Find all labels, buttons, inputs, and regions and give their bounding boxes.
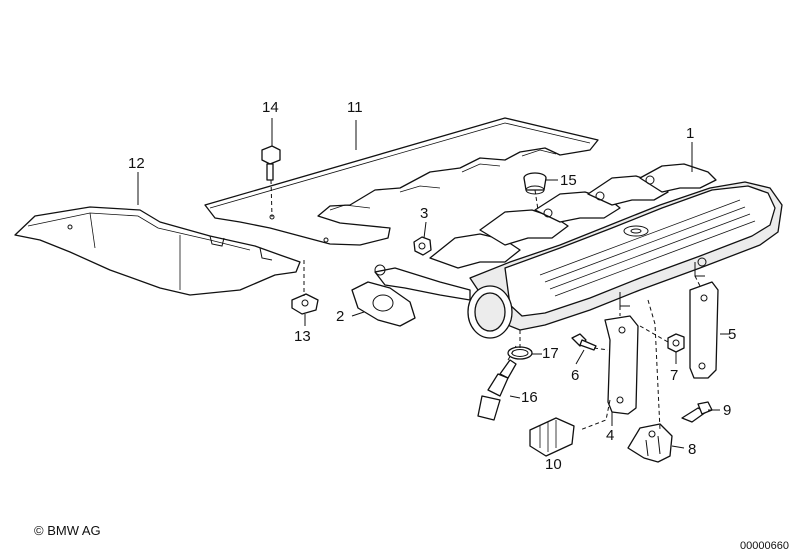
image-number: 00000660 [740,540,789,552]
callout-11: 11 [347,99,363,116]
callout-13: 13 [294,328,311,345]
part-2-flange-pipe [351,264,471,327]
callout-12: 12 [128,155,145,172]
callout-14: 14 [262,99,279,116]
callout-15: 15 [560,172,577,189]
part-11-cover-plate [204,117,599,246]
part-4-bracket [604,315,639,415]
callout-7: 7 [670,367,678,384]
leader-lines [137,118,730,449]
callout-3: 3 [420,205,428,222]
callout-17: 17 [542,345,559,362]
part-8-clip-bracket [627,423,673,463]
part-7-nut [667,333,685,353]
part-9-bolt [681,401,713,423]
callout-2: 2 [336,308,344,325]
callout-1: 1 [686,125,694,142]
part-13-clip-nut [291,293,319,315]
part-6-screw [571,333,597,351]
part-16-sensor [477,359,517,421]
callout-16: 16 [521,389,538,406]
part-1-intake-manifold [429,163,783,339]
callout-6: 6 [571,367,579,384]
callout-9: 9 [723,402,731,419]
callout-4: 4 [606,427,614,444]
callout-10: 10 [545,456,562,473]
assembly-guide-lines [270,179,701,431]
part-14-bolt [261,145,281,181]
part-10-connector [529,417,575,457]
part-12-side-cover [14,206,301,296]
callout-labels: 1 2 3 4 5 6 7 8 9 10 11 12 13 14 15 16 1… [128,99,736,473]
copyright-notice: © BMW AG [34,523,101,538]
callout-8: 8 [688,441,696,458]
callout-5: 5 [728,326,736,343]
part-3-nut [413,236,432,256]
part-5-bracket [689,281,719,379]
